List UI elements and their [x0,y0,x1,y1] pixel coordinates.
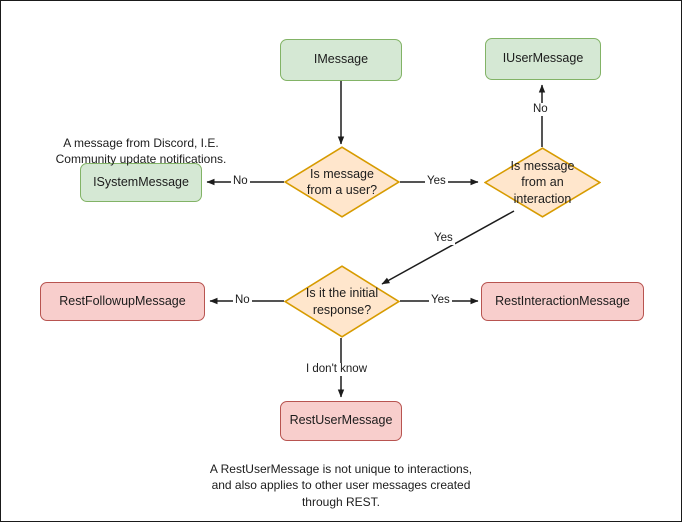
node-restusermessage-label: RestUserMessage [289,413,393,428]
edge-label-text: No [533,103,548,115]
annotation-restusermessage-note: A RestUserMessage is not unique to inter… [181,445,501,510]
node-decision-is-message-from-user[interactable]: Is message from a user? [284,146,400,218]
node-restfollowupmessage-label: RestFollowupMessage [59,293,186,308]
edge-label-text: Yes [431,294,450,306]
decision-is-message-from-interaction-label: Is message from an interaction [510,159,575,206]
decision-is-message-from-user-label: Is message from a user? [306,166,378,197]
node-imessage-label: IMessage [313,52,369,67]
edge-label-no-followup: No [233,294,252,307]
edge-label-no-usermessage: No [531,103,550,116]
node-isystemmessage-label: ISystemMessage [93,174,189,189]
edge-label-text: I don't know [306,363,368,375]
node-imessage[interactable]: IMessage [280,39,402,81]
edge-label-yes-initial: Yes [432,232,455,245]
node-iusermessage[interactable]: IUserMessage [485,38,601,80]
diamond-shape [284,265,400,338]
diamond-shape [284,146,400,218]
node-restusermessage[interactable]: RestUserMessage [280,401,402,441]
node-restinteractionmessage[interactable]: RestInteractionMessage [481,282,644,321]
annotation-text: A message from Discord, I.E. Community u… [55,136,227,167]
decision-is-initial-response-label: Is it the initial response? [305,286,379,317]
node-iusermessage-label: IUserMessage [502,51,584,66]
annotation-text: A RestUserMessage is not unique to inter… [209,462,473,509]
annotation-system-message-note: A message from Discord, I.E. Community u… [41,119,241,168]
node-decision-is-message-from-interaction[interactable]: Is message from an interaction [484,147,601,218]
node-restinteractionmessage-label: RestInteractionMessage [495,293,630,308]
edge-decision-interaction-to-decision-initial [381,210,515,285]
edge-label-yes-interaction: Yes [425,175,448,188]
node-isystemmessage[interactable]: ISystemMessage [80,163,202,202]
edge-label-text: No [235,294,250,306]
edge-label-i-dont-know: I don't know [304,363,370,376]
edge-label-text: Yes [434,232,453,244]
node-restfollowupmessage[interactable]: RestFollowupMessage [40,282,205,321]
edge-label-text: Yes [427,175,446,187]
diamond-shape [484,147,601,218]
edge-label-text: No [233,175,248,187]
edge-label-yes-restinteraction: Yes [429,294,452,307]
node-decision-is-initial-response[interactable]: Is it the initial response? [284,265,400,338]
edge-label-no-system: No [231,175,250,188]
